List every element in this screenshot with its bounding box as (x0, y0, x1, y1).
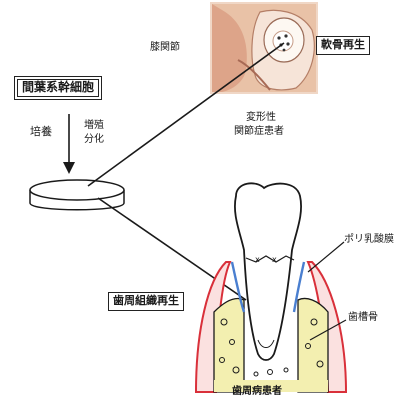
svg-text:x: x (272, 255, 277, 264)
down-arrow (63, 114, 75, 174)
differentiation-label: 分化 (84, 134, 104, 146)
oa-patient-line1-label: 変形性 (246, 112, 276, 124)
mesenchymal-stem-cell-label: 間葉系幹細胞 (14, 76, 102, 100)
oa-patient-line2-label: 関節症患者 (234, 126, 284, 138)
knee-joint-photo (210, 2, 318, 94)
svg-text:x: x (255, 255, 260, 264)
polylactic-membrane-label: ポリ乳酸膜 (344, 234, 394, 246)
tooth-illustration: x x (196, 183, 346, 392)
periodontal-patient-label: 歯周病患者 (232, 386, 282, 398)
alveolar-bone-label: 歯槽骨 (348, 312, 378, 324)
knee-joint-label: 膝関節 (150, 42, 180, 54)
proliferation-label: 増殖 (84, 120, 104, 132)
cartilage-regeneration-label: 軟骨再生 (316, 36, 370, 55)
periodontal-regeneration-label: 歯周組織再生 (108, 292, 184, 311)
culture-label: 培養 (30, 126, 52, 139)
pointer-membrane (308, 242, 344, 272)
